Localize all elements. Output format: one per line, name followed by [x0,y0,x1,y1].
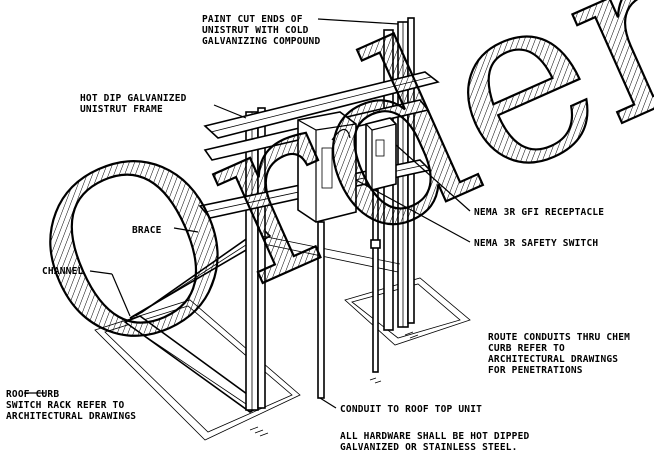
channel-label: CHANNEL [42,266,84,277]
leader-lines [24,18,471,409]
route-conduits-line-1: ROUTE CONDUITS THRU CHEM [488,332,630,343]
hardware-note: ALL HARDWARE SHALL BE HOT DIPPED GALVANI… [340,431,530,453]
nema-switch-label: NEMA 3R SAFETY SWITCH [474,238,598,249]
roof-curb-line-3: ARCHITECTURAL DRAWINGS [6,411,136,422]
hardware-note-line-2: GALVANIZED OR STAINLESS STEEL. [340,442,518,453]
hardware-note-line-1: ALL HARDWARE SHALL BE HOT DIPPED [340,431,530,442]
callout-route-conduits: ROUTE CONDUITS THRU CHEM CURB REFER TO A… [488,332,630,376]
conduit-roof-label: CONDUIT TO ROOF TOP UNIT [340,404,482,415]
roof-curb-line-1: ROOF CURB [6,389,59,400]
slab-hatch-marks [249,331,419,437]
callout-hot-dip-frame: HOT DIP GALVANIZED UNISTRUT FRAME [80,93,187,115]
roof-curb-base-left [94,299,301,441]
hot-dip-frame-line-2: UNISTRUT FRAME [80,104,163,115]
paint-cut-ends-line-1: PAINT CUT ENDS OF [202,14,303,25]
route-conduits-line-2: CURB REFER TO [488,343,565,354]
nema-gfi-label: NEMA 3R GFI RECEPTACLE [474,207,604,218]
hot-dip-frame-line-1: HOT DIP GALVANIZED [80,93,187,104]
paint-cut-ends-line-3: GALVANIZING COMPOUND [202,36,320,47]
paint-cut-ends-line-2: UNISTRUT WITH COLD [202,25,309,36]
route-conduits-line-3: ARCHITECTURAL DRAWINGS [488,354,618,365]
safety-switch-enclosure [297,111,357,223]
callout-paint-cut-ends: PAINT CUT ENDS OF UNISTRUT WITH COLD GAL… [202,14,320,47]
gfi-receptacle-box [365,117,397,191]
route-conduits-line-4: FOR PENETRATIONS [488,365,583,376]
roof-curb-line-2: SWITCH RACK REFER TO [6,400,124,411]
left-unistrut-posts [245,107,266,411]
callout-roof-curb: ROOF CURB SWITCH RACK REFER TO ARCHITECT… [6,389,136,422]
brace-label: BRACE [132,225,162,236]
